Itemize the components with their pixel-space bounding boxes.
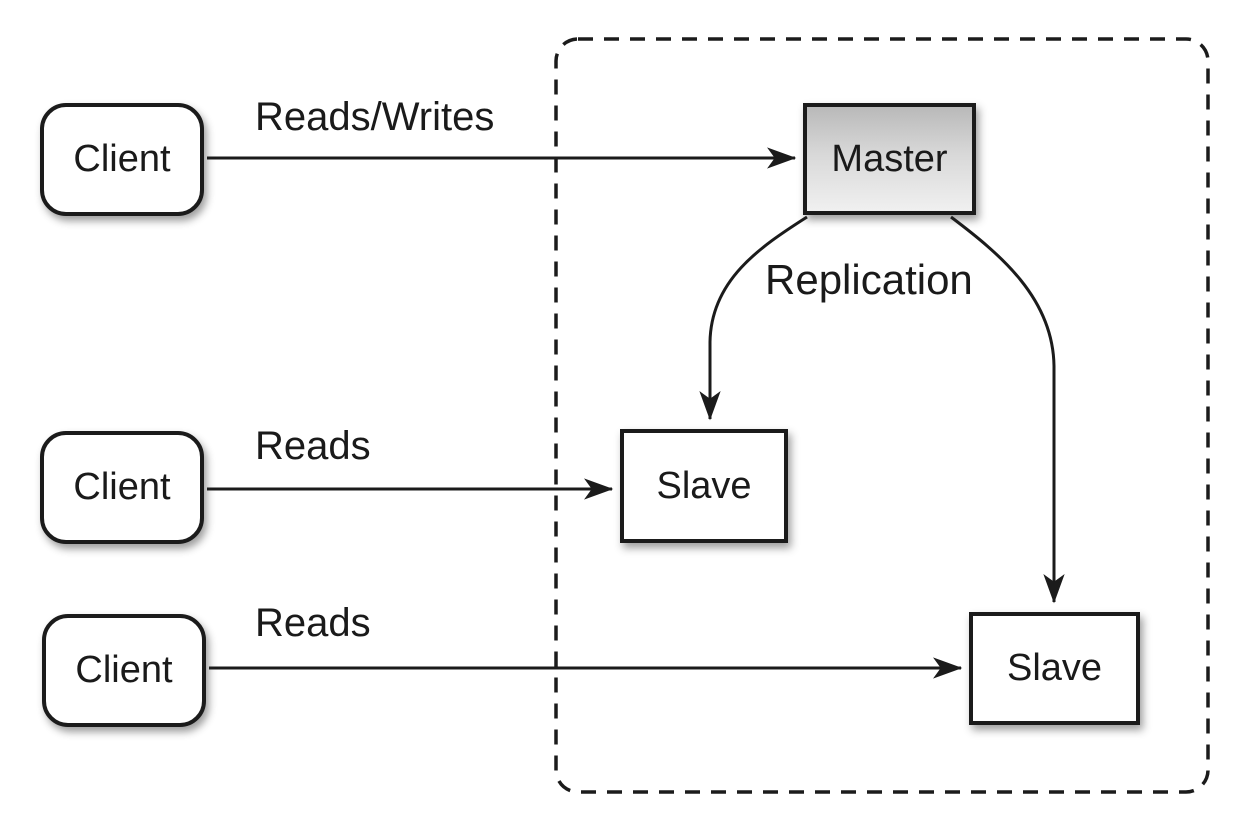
node-slave-2: Slave — [969, 612, 1140, 725]
node-client-2-label: Client — [73, 466, 171, 508]
edge-master-to-slave1-replication — [699, 215, 808, 421]
node-slave-2-label: Slave — [1006, 647, 1103, 689]
edge-label-reads-bottom: Reads — [255, 601, 371, 645]
node-client-3: Client — [42, 614, 206, 727]
node-slave-1: Slave — [620, 429, 788, 543]
node-slave-1-label: Slave — [656, 464, 752, 507]
edge-label-reads-writes: Reads/Writes — [255, 95, 495, 139]
edge-master-to-slave2-replication — [950, 215, 1065, 604]
node-client-3-label: Client — [75, 649, 173, 691]
node-client-1-label: Client — [73, 138, 171, 180]
edge-label-replication: Replication — [765, 256, 973, 303]
node-master-label: Master — [831, 137, 948, 180]
edge-label-reads-mid: Reads — [255, 424, 371, 468]
replication-cluster-boundary — [554, 37, 1210, 794]
node-client-2: Client — [40, 431, 204, 544]
node-client-1: Client — [40, 103, 204, 216]
node-master: Master — [803, 103, 976, 215]
